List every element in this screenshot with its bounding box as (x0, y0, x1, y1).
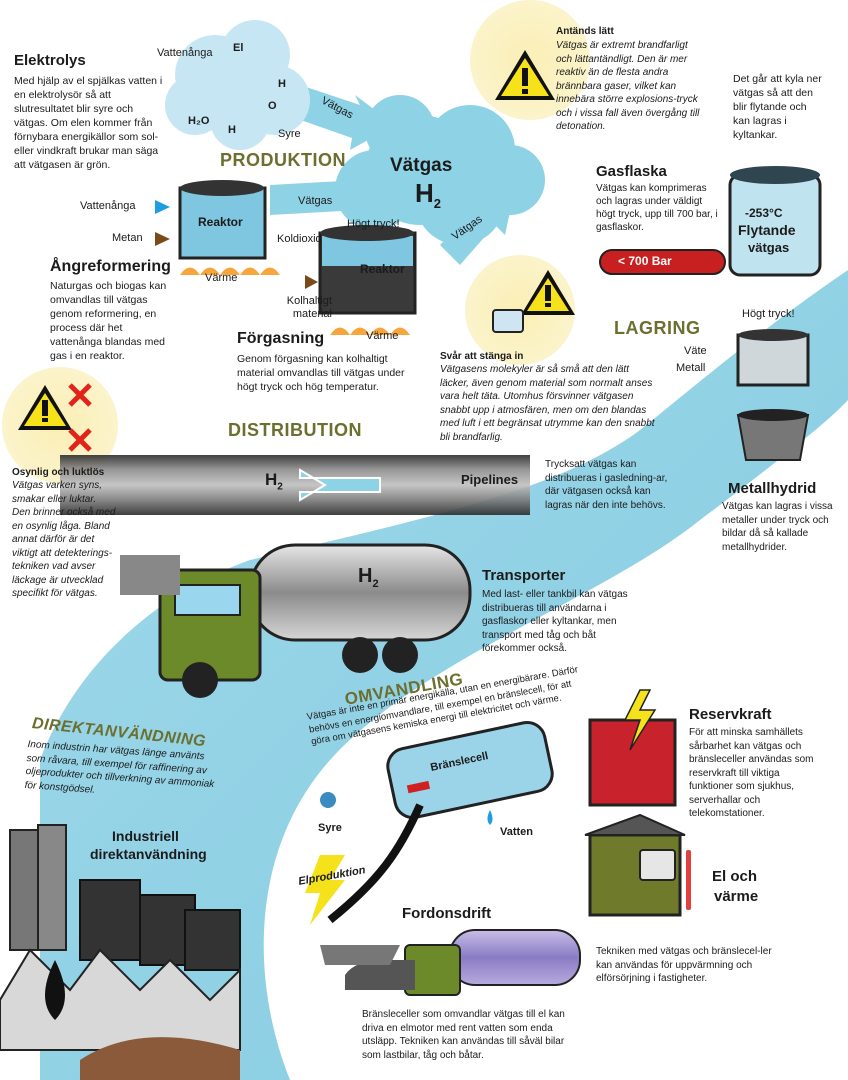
label-h-2: H (228, 124, 236, 136)
forgasning-title: Förgasning (237, 330, 325, 347)
label-reaktor-1: Reaktor (198, 215, 243, 229)
section-distribution: DISTRIBUTION (228, 420, 362, 440)
gasflaska-text: Vätgas kan komprimeras och lagras under … (596, 183, 718, 233)
el-varme-title-1: El och (712, 868, 758, 885)
direkt-title-1: Industriell (112, 828, 179, 844)
truck-h2: H2 (358, 565, 379, 590)
label-metan: Metan (112, 232, 143, 244)
label-hogt-tryck-1: Högt tryck! (347, 218, 400, 230)
section-produktion: PRODUKTION (220, 150, 346, 170)
kyla-text: Det går att kyla ner vätgas så att den b… (733, 73, 822, 141)
gasflaska-title: Gasflaska (596, 163, 667, 180)
label-h2o: H₂O (188, 115, 210, 127)
angreformering-text: Naturgas och biogas kan omvandlas till v… (50, 280, 167, 362)
osynlig-text: Vätgas varken syns, smakar eller luktar.… (12, 480, 116, 599)
kyltank-line2: vätgas (748, 240, 790, 255)
fordonsdrift-text: Bränsleceller som omvandlar vätgas till … (362, 1009, 565, 1061)
kyltank-line1: Flytande (738, 222, 796, 238)
fordonsdrift-title: Fordonsdrift (402, 905, 492, 922)
label-reaktor-2: Reaktor (360, 262, 405, 276)
el-varme-text: Tekniken med vätgas och bränslecel-ler k… (596, 946, 772, 984)
metallhydrid-title: Metallhydrid (728, 480, 817, 497)
bottle-label: < 700 Bar (618, 254, 672, 268)
label-metall: Metall (676, 362, 706, 374)
label-vatten: Vatten (500, 826, 534, 838)
elektrolys-text: Med hjälp av el spjälkas vatten i en ele… (14, 75, 163, 171)
reservkraft-title: Reservkraft (689, 706, 772, 723)
label-varme-1: Värme (205, 272, 238, 284)
warning-icon (495, 50, 555, 100)
label-vate: Väte (684, 345, 707, 357)
transporter-title: Transporter (482, 567, 566, 584)
transporter-text: Med last- eller tankbil kan vätgas distr… (482, 589, 628, 654)
antands-text: Vätgas är extremt brandfarligt och lätta… (556, 40, 700, 132)
metallhydrid-text: Vätgas kan lagras i vissa metaller under… (722, 501, 833, 553)
svar-stanga-text: Vätgasens molekyler är så små att den lä… (440, 364, 655, 443)
label-syre: Syre (278, 128, 301, 140)
label-el: El (233, 42, 244, 54)
elektrolys-title: Elektrolys (14, 52, 86, 69)
section-lagring: LAGRING (614, 318, 701, 338)
osynlig-title: Osynlig och luktlös (12, 467, 105, 478)
label-kolhaltigt: Kolhaltigt material (286, 295, 332, 320)
center-title: Vätgas (390, 155, 453, 176)
label-varme-2: Värme (366, 330, 399, 342)
label-o: O (268, 100, 277, 112)
label-vattenanga-2: Vattenånga (80, 200, 136, 212)
forgasning-text: Genom förgasning kan kolhaltigt material… (237, 353, 405, 393)
pipelines-label: Pipelines (461, 472, 519, 487)
label-h: H (278, 78, 286, 90)
label-hogt-tryck-2: Högt tryck! (742, 308, 795, 320)
kyltank-temp: -253°C (745, 206, 783, 220)
center-formula: H2 (415, 178, 442, 212)
direkt-title-2: direktanvändning (90, 846, 207, 862)
antands-title: Antänds lätt (556, 26, 614, 37)
svar-stanga-title: Svår att stänga in (440, 351, 524, 362)
reservkraft-text: För att minska samhällets sårbarhet kan … (689, 727, 814, 819)
arrow-label-vatgas-2: Vätgas (298, 195, 333, 207)
pipelines-text: Trycksatt vätgas kan distribueras i gasl… (545, 459, 668, 511)
label-syre-2: Syre (318, 822, 342, 834)
label-koldioxid: Koldioxid (277, 233, 322, 245)
angreformering-title: Ångreformering (50, 258, 171, 275)
el-varme-title-2: värme (714, 888, 759, 905)
label-vattenanga: Vattenånga (157, 47, 213, 59)
pipeline-h2: H2 (265, 470, 283, 493)
